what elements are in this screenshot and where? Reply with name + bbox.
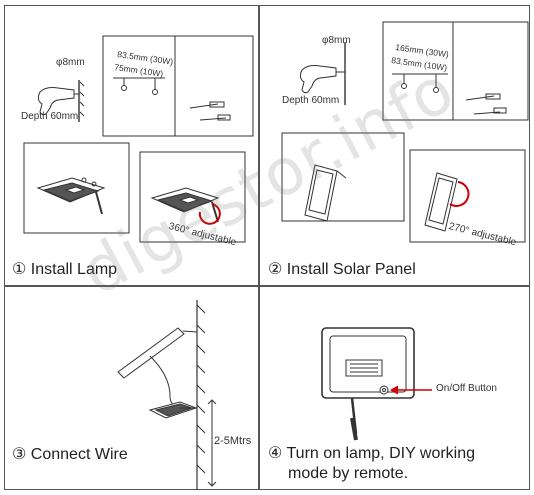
lamp-icon	[150, 187, 221, 225]
drill-diameter-label: φ8mm	[322, 35, 351, 46]
panel-install-solar-panel	[259, 5, 530, 286]
lamp-icon	[36, 177, 106, 215]
step-2-caption: ② Install Solar Panel	[268, 261, 416, 278]
step-3-caption: ③ Connect Wire	[12, 446, 128, 463]
cable-icon	[149, 355, 181, 409]
solar-panel-icon	[117, 327, 198, 379]
solar-panel-icon	[304, 164, 347, 222]
rotate-arrow-icon	[449, 181, 470, 207]
panel-turn-on-lamp	[259, 286, 530, 490]
rotate-arrow-icon	[198, 203, 221, 225]
step-4-caption: ④ Turn on lamp, DIY working mode by remo…	[268, 445, 476, 482]
step-1-caption: ① Install Lamp	[12, 261, 118, 278]
on-off-button-label: On/Off Button	[436, 383, 497, 394]
drill-icon	[299, 42, 346, 105]
screw-icon	[189, 101, 231, 121]
solar-panel-icon	[424, 172, 470, 232]
panel-install-lamp	[4, 5, 259, 286]
drill-depth-label: Depth 60mm	[21, 111, 79, 122]
wall-icon	[196, 300, 206, 490]
drill-depth-label: Depth 60mm	[282, 95, 340, 106]
drill-icon	[37, 80, 85, 122]
screw-icon	[465, 93, 507, 115]
lamp-icon	[148, 401, 198, 419]
panel-connect-wire	[4, 286, 259, 490]
lamp-icon	[321, 327, 415, 441]
mounting-height-label: 2-5Mtrs	[214, 435, 252, 447]
drill-diameter-label: φ8mm	[56, 57, 85, 68]
